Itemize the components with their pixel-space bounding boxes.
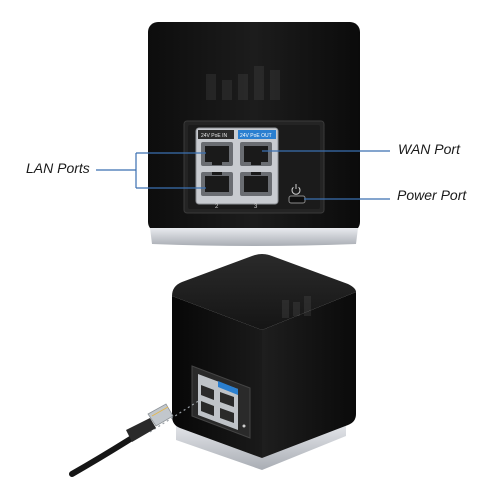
base-ring [150,228,358,246]
power-icon [291,184,301,195]
logo-watermark [206,66,280,100]
iso-right-face [262,292,356,458]
port-number-3: 3 [254,204,258,210]
iso-top-face [172,254,356,330]
ethernet-cable-icon [69,403,174,477]
lan-port-1 [201,142,233,166]
lan-port-2 [201,172,233,196]
poe-in-label: 24V PoE IN [201,133,228,139]
lan-leader [96,152,206,189]
port-number-2: 2 [215,204,219,210]
wan-port [240,142,272,166]
router-isometric-view [149,254,356,470]
wan-port-label: WAN Port [398,141,460,157]
power-port-label: Power Port [397,187,467,203]
wan-badge [238,130,276,139]
power-port [288,195,306,204]
lan-port-3 [240,172,272,196]
callout-lines [96,150,390,200]
poe-out-label: 24V PoE OUT [240,133,272,139]
router-front-view: 24V PoE IN 24V PoE OUT 2 3 [148,22,360,246]
lan-ports-label: LAN Ports [26,160,90,176]
iso-base-ring [176,420,346,470]
